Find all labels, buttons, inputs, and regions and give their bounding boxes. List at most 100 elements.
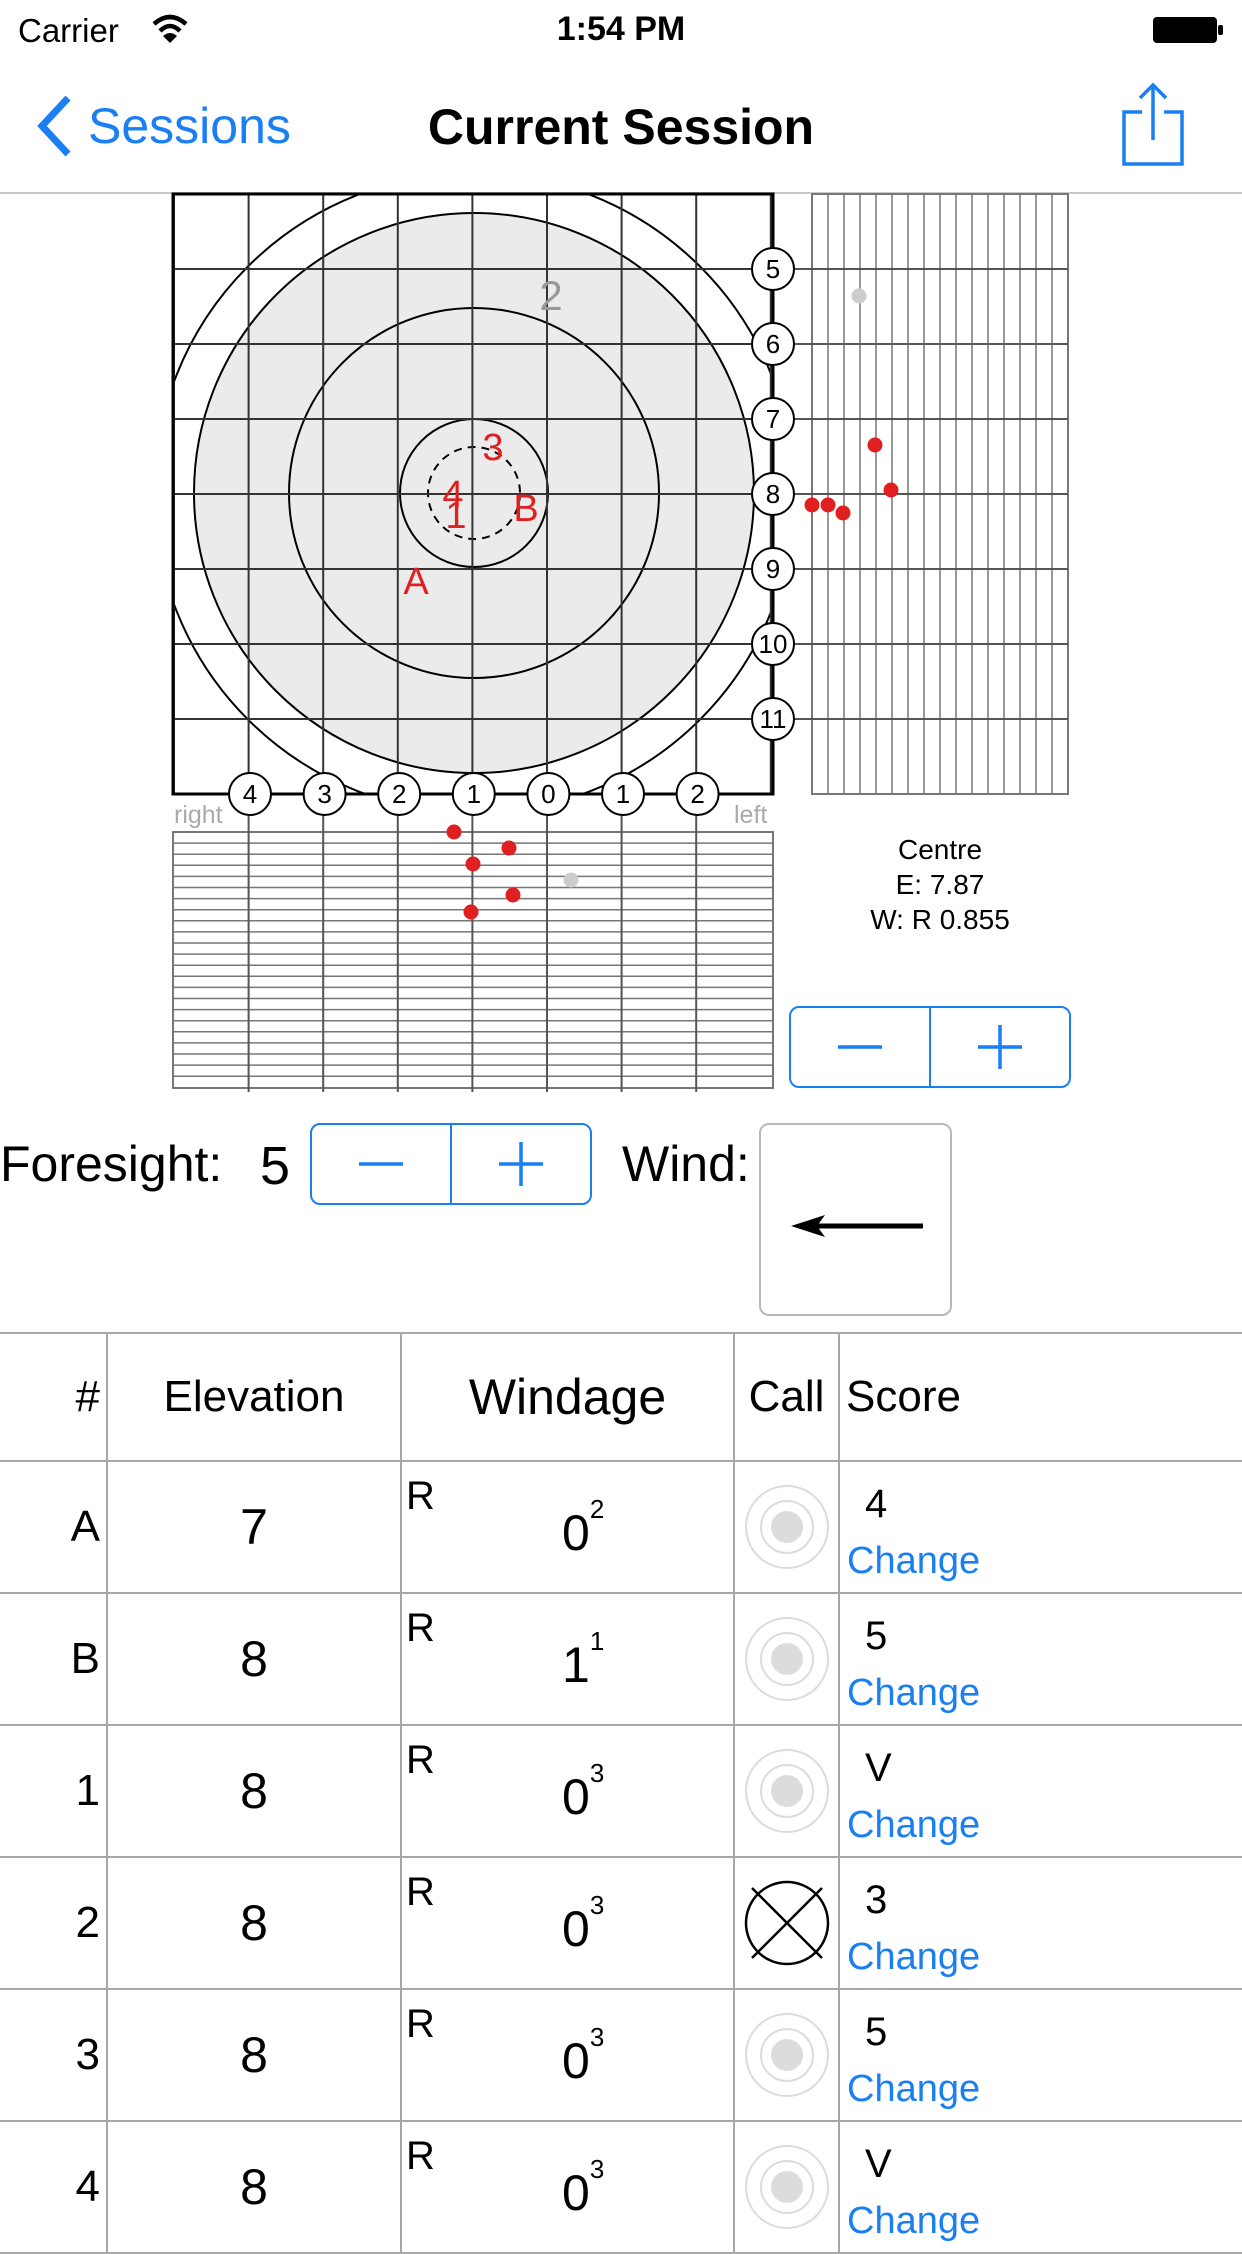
change-score-button[interactable]: Change xyxy=(847,2200,981,2242)
foresight-stepper[interactable] xyxy=(310,1123,592,1205)
score-value: V xyxy=(865,1746,892,1790)
score-value: 5 xyxy=(865,2010,888,2054)
side-label-left: left xyxy=(734,801,767,829)
centre-increment-button[interactable] xyxy=(929,1008,1069,1086)
elevation-label: 7 xyxy=(766,404,780,434)
windage-marker xyxy=(377,772,422,816)
windage-shot-dot xyxy=(505,887,521,903)
arrow-left-icon xyxy=(791,1215,923,1237)
call-toggle[interactable] xyxy=(733,1856,840,1990)
foresight-increment-button[interactable] xyxy=(450,1125,590,1203)
shot-elevation: 8 xyxy=(106,1988,402,2122)
column-header-num: # xyxy=(0,1332,108,1462)
shot-elevation: 8 xyxy=(106,2120,402,2254)
windage-shot-dot xyxy=(501,840,517,856)
windage-value: 03 xyxy=(562,1890,604,1958)
windage-marker xyxy=(228,772,272,816)
call-marked-icon xyxy=(744,1880,829,1966)
call-radio-icon xyxy=(744,1485,829,1569)
plus-icon xyxy=(978,1025,1022,1069)
windage-marker xyxy=(675,772,720,816)
windage-whole: 0 xyxy=(562,1769,590,1825)
foresight-decrement-button[interactable] xyxy=(312,1125,450,1203)
windage-direction: R xyxy=(406,1474,435,1518)
wifi-icon xyxy=(152,14,188,43)
centre-readout: Centre E: 7.87 W: R 0.855 xyxy=(802,832,1078,937)
call-radio-icon xyxy=(744,1749,829,1833)
column-header-windage: Windage xyxy=(400,1332,735,1462)
centre-windage: W: R 0.855 xyxy=(870,904,1010,935)
windage-fraction: 2 xyxy=(589,1494,605,1524)
score-value: 5 xyxy=(865,1614,888,1658)
call-toggle[interactable] xyxy=(733,1592,840,1726)
call-toggle[interactable] xyxy=(733,1460,840,1594)
windage-fraction: 1 xyxy=(589,1626,605,1656)
target-face xyxy=(171,192,775,796)
windage-whole: 0 xyxy=(562,1901,590,1957)
call-toggle[interactable] xyxy=(733,1988,840,2122)
elevation-marker xyxy=(751,622,795,666)
windage-marker xyxy=(601,772,645,816)
column-header-call: Call xyxy=(733,1332,840,1462)
elevation-shot-dot xyxy=(804,497,820,513)
elevation-marker xyxy=(751,547,795,591)
foresight-value: 5 xyxy=(260,1136,291,1196)
centre-elevation: E: 7.87 xyxy=(895,869,985,900)
minus-icon xyxy=(838,1045,882,1049)
change-score-button[interactable]: Change xyxy=(847,1540,981,1582)
call-radio-icon xyxy=(744,2013,829,2097)
windage-whole: 0 xyxy=(562,2165,590,2221)
windage-fraction: 3 xyxy=(589,1758,605,1788)
elevation-shot-dot xyxy=(851,288,867,304)
windage-direction: R xyxy=(406,1870,435,1914)
windage-label: 0 xyxy=(541,779,555,809)
elevation-label: 10 xyxy=(759,629,788,659)
elevation-label: 5 xyxy=(766,254,780,284)
elevation-shot-dot xyxy=(835,505,851,521)
shot-elevation: 8 xyxy=(106,1856,402,1990)
chevron-left-icon xyxy=(37,95,71,157)
share-icon[interactable] xyxy=(1120,82,1186,168)
centre-stepper[interactable] xyxy=(789,1006,1071,1088)
shot-elevation: 7 xyxy=(106,1460,402,1594)
call-toggle[interactable] xyxy=(733,2120,840,2254)
call-toggle[interactable] xyxy=(733,1724,840,1858)
change-score-button[interactable]: Change xyxy=(847,1804,981,1846)
change-score-button[interactable]: Change xyxy=(847,1936,981,1978)
windage-shot-dot xyxy=(446,824,462,840)
call-radio-icon xyxy=(744,2145,829,2229)
shot-label-b: B xyxy=(513,488,538,530)
centre-decrement-button[interactable] xyxy=(791,1008,929,1086)
shot-elevation: 8 xyxy=(106,1724,402,1858)
windage-label: 2 xyxy=(690,779,704,809)
elevation-label: 8 xyxy=(766,479,780,509)
shot-elevation: 8 xyxy=(106,1592,402,1726)
wind-direction-button[interactable] xyxy=(759,1123,952,1316)
windage-label: 1 xyxy=(467,779,481,809)
score-value: 4 xyxy=(865,1482,888,1526)
change-score-button[interactable]: Change xyxy=(847,2068,981,2110)
windage-direction: R xyxy=(406,1606,435,1650)
back-button[interactable]: Sessions xyxy=(34,95,291,157)
column-header-elevation: Elevation xyxy=(106,1332,402,1462)
windage-value: 03 xyxy=(562,1758,604,1826)
change-score-button[interactable]: Change xyxy=(847,1672,981,1714)
score-value: V xyxy=(865,2142,892,2186)
side-label-right: right xyxy=(174,801,223,829)
plus-icon xyxy=(499,1142,543,1186)
windage-fraction: 3 xyxy=(589,1890,605,1920)
minus-icon xyxy=(359,1162,403,1166)
shot-label-3: 3 xyxy=(482,427,503,469)
shot-label-a: A xyxy=(403,561,429,603)
battery-icon xyxy=(1153,17,1223,43)
